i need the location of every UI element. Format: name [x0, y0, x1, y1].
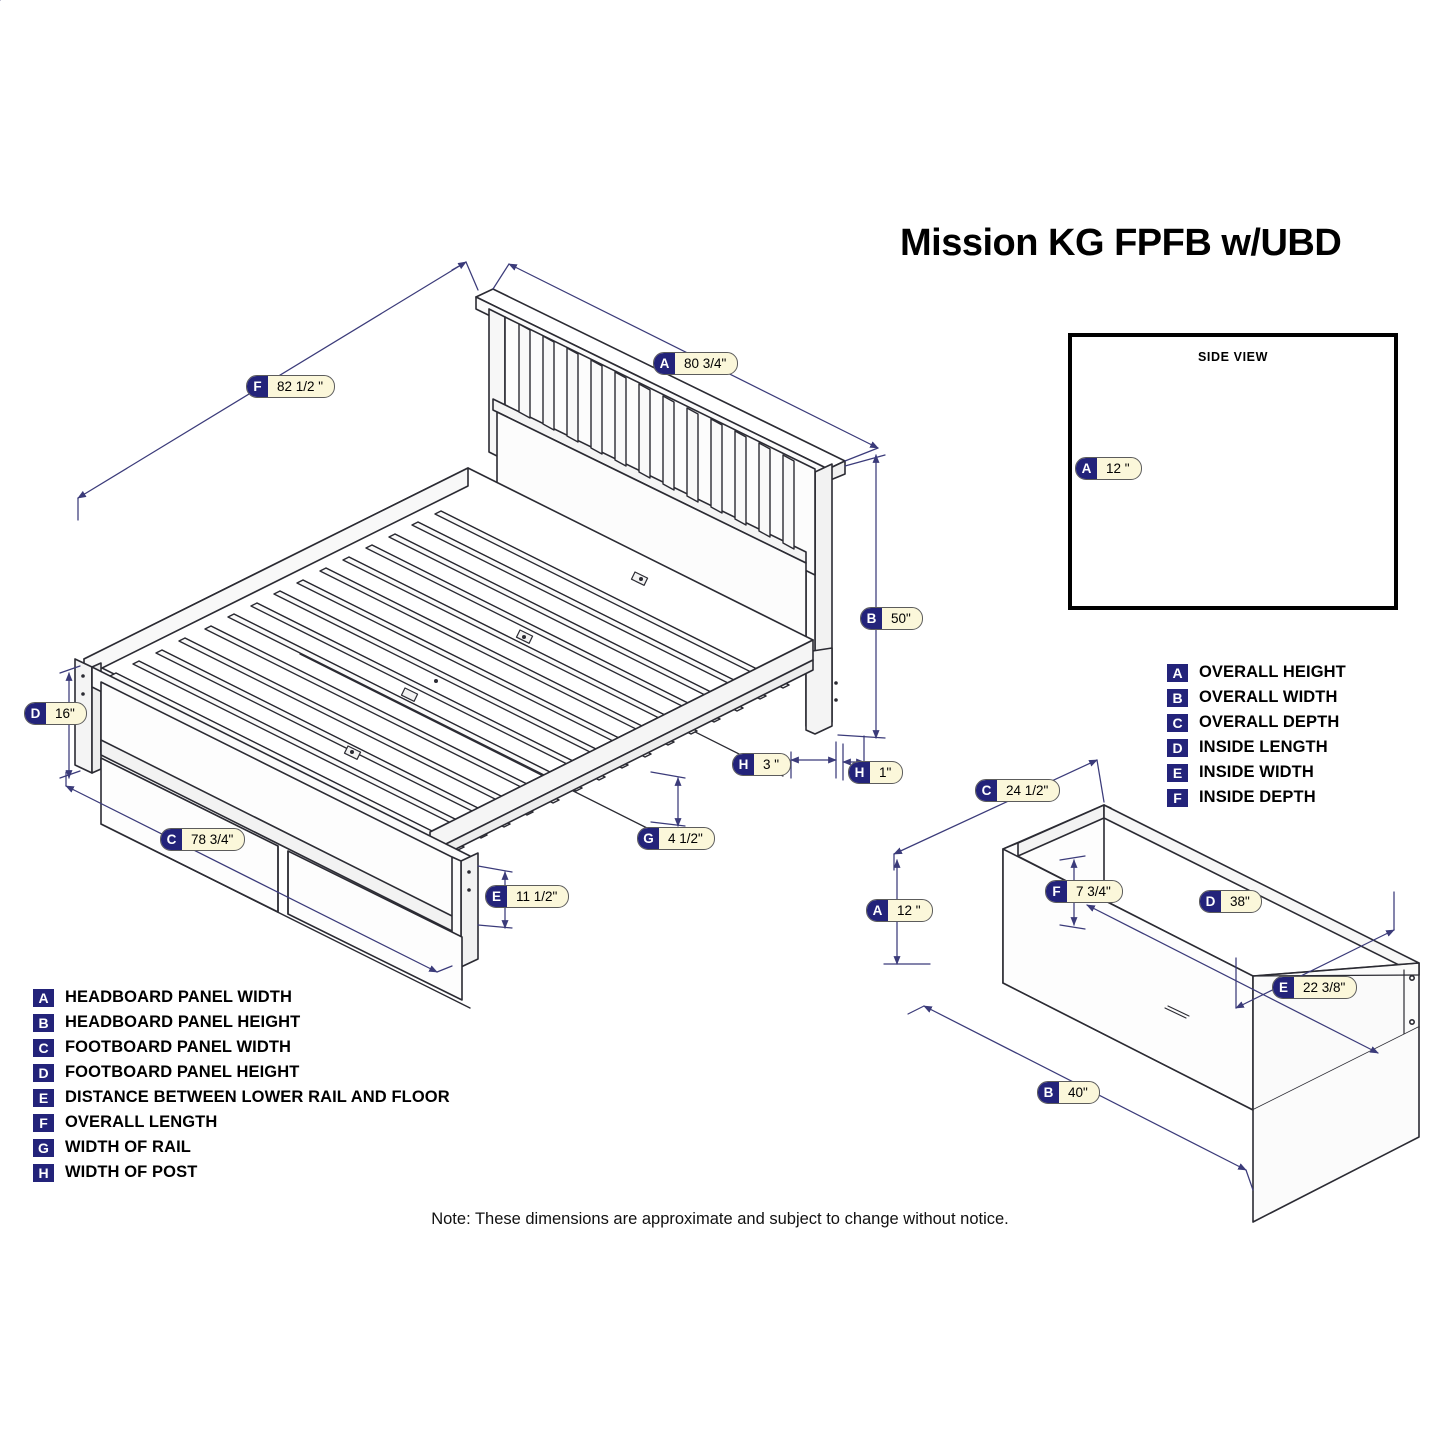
callout-value: 1" — [879, 764, 892, 780]
callout-value: 80 3/4" — [684, 355, 727, 371]
callout-bed-h-width-of-post-1in: H 1" — [848, 761, 904, 784]
callout-badge: F — [247, 376, 268, 397]
legend-label: FOOTBOARD PANEL HEIGHT — [65, 1063, 300, 1081]
slat-deck — [83, 467, 814, 863]
callout-bed-g-width-of-rail: G 4 1/2" — [637, 827, 715, 850]
callout-value: 24 1/2" — [1006, 782, 1049, 798]
callout-badge: C — [161, 829, 182, 850]
callout-badge: E — [1273, 977, 1294, 998]
legend-key: B — [1167, 688, 1188, 707]
legend-label: HEADBOARD PANEL WIDTH — [65, 988, 292, 1006]
callout-bed-h-width-of-post-3in: H 3 " — [732, 753, 792, 776]
callout-badge: D — [1200, 891, 1221, 912]
side-view-heading: SIDE VIEW — [1198, 350, 1268, 364]
callout-value: 78 3/4" — [191, 831, 234, 847]
callout-bed-d-footboard-panel-height: D 16" — [24, 702, 87, 725]
callout-value: 38" — [1230, 893, 1250, 909]
callout-sideview-a: A 12 " — [1075, 457, 1142, 480]
legend-key: C — [33, 1038, 54, 1057]
callout-badge: H — [733, 754, 754, 775]
callout-drawer-a-overall-height: A 12 " — [866, 899, 933, 922]
legend-label: WIDTH OF RAIL — [65, 1138, 191, 1156]
callout-badge: E — [486, 886, 507, 907]
legend-label: OVERALL WIDTH — [1199, 688, 1338, 706]
legend-key: G — [33, 1138, 54, 1157]
callout-value: 16" — [55, 705, 75, 721]
callout-bed-e-rail-to-floor: E 11 1/2" — [485, 885, 570, 908]
legend-item: E INSIDE WIDTH — [1167, 760, 1346, 785]
legend-item: G WIDTH OF RAIL — [33, 1135, 450, 1160]
callout-value: 3 " — [763, 756, 780, 772]
callout-drawer-e-inside-width: E 22 3/8" — [1272, 976, 1358, 999]
callout-badge: A — [1076, 458, 1097, 479]
legend-item: C FOOTBOARD PANEL WIDTH — [33, 1035, 450, 1060]
legend-label: INSIDE DEPTH — [1199, 788, 1316, 806]
callout-drawer-b-overall-width: B 40" — [1037, 1081, 1100, 1104]
legend-item: A HEADBOARD PANEL WIDTH — [33, 985, 450, 1010]
legend-key: D — [33, 1063, 54, 1082]
legend-label: OVERALL HEIGHT — [1199, 663, 1346, 681]
callout-badge: A — [654, 353, 675, 374]
callout-badge: H — [849, 762, 870, 783]
callout-badge: D — [25, 703, 46, 724]
legend-item: A OVERALL HEIGHT — [1167, 660, 1346, 685]
callout-drawer-c-overall-depth: C 24 1/2" — [975, 779, 1061, 802]
legend-key: F — [1167, 788, 1188, 807]
callout-drawer-d-inside-length: D 38" — [1199, 890, 1262, 913]
legend-item: B OVERALL WIDTH — [1167, 685, 1346, 710]
callout-value: 12 " — [1106, 460, 1130, 476]
legend-drawer: A OVERALL HEIGHT B OVERALL WIDTH C OVERA… — [1167, 660, 1346, 810]
legend-item: B HEADBOARD PANEL HEIGHT — [33, 1010, 450, 1035]
legend-key: A — [33, 988, 54, 1007]
callout-badge: C — [976, 780, 997, 801]
callout-value: 40" — [1068, 1084, 1088, 1100]
callout-badge: G — [638, 828, 659, 849]
legend-item: F OVERALL LENGTH — [33, 1110, 450, 1135]
callout-badge: A — [867, 900, 888, 921]
callout-value: 50" — [891, 610, 911, 626]
legend-key: E — [33, 1088, 54, 1107]
callout-badge: F — [1046, 881, 1067, 902]
legend-item: C OVERALL DEPTH — [1167, 710, 1346, 735]
callout-value: 11 1/2" — [516, 888, 558, 904]
legend-key: C — [1167, 713, 1188, 732]
legend-key: F — [33, 1113, 54, 1132]
legend-label: OVERALL LENGTH — [65, 1113, 218, 1131]
legend-label: INSIDE LENGTH — [1199, 738, 1328, 756]
legend-label: INSIDE WIDTH — [1199, 763, 1314, 781]
legend-key: H — [33, 1163, 54, 1182]
drawer-isometric — [1002, 804, 1420, 1223]
callout-bed-a-headboard-panel-width: A 80 3/4" — [653, 352, 739, 375]
callout-value: 82 1/2 " — [277, 378, 324, 394]
legend-label: HEADBOARD PANEL HEIGHT — [65, 1013, 301, 1031]
legend-item: E DISTANCE BETWEEN LOWER RAIL AND FLOOR — [33, 1085, 450, 1110]
legend-label: DISTANCE BETWEEN LOWER RAIL AND FLOOR — [65, 1088, 450, 1106]
callout-bed-c-footboard-panel-width: C 78 3/4" — [160, 828, 246, 851]
callout-bed-f-overall-length: F 82 1/2 " — [246, 375, 336, 398]
legend-item: D INSIDE LENGTH — [1167, 735, 1346, 760]
footnote-disclaimer: Note: These dimensions are approximate a… — [431, 1210, 1009, 1228]
legend-key: A — [1167, 663, 1188, 682]
callout-badge: B — [861, 608, 882, 629]
legend-label: OVERALL DEPTH — [1199, 713, 1340, 731]
legend-item: F INSIDE DEPTH — [1167, 785, 1346, 810]
callout-value: 7 3/4" — [1076, 883, 1111, 899]
callout-value: 12 " — [897, 902, 921, 918]
legend-bed: A HEADBOARD PANEL WIDTH B HEADBOARD PANE… — [33, 985, 450, 1185]
legend-key: D — [1167, 738, 1188, 757]
callout-bed-b-headboard-panel-height: B 50" — [860, 607, 923, 630]
callout-drawer-f-inside-depth: F 7 3/4" — [1045, 880, 1123, 903]
legend-label: FOOTBOARD PANEL WIDTH — [65, 1038, 292, 1056]
page-title: Mission KG FPFB w/UBD — [900, 222, 1342, 264]
legend-label: WIDTH OF POST — [65, 1163, 198, 1181]
callout-value: 4 1/2" — [668, 830, 703, 846]
callout-value: 22 3/8" — [1303, 979, 1346, 995]
callout-badge: B — [1038, 1082, 1059, 1103]
legend-item: H WIDTH OF POST — [33, 1160, 450, 1185]
legend-key: B — [33, 1013, 54, 1032]
legend-key: E — [1167, 763, 1188, 782]
legend-item: D FOOTBOARD PANEL HEIGHT — [33, 1060, 450, 1085]
